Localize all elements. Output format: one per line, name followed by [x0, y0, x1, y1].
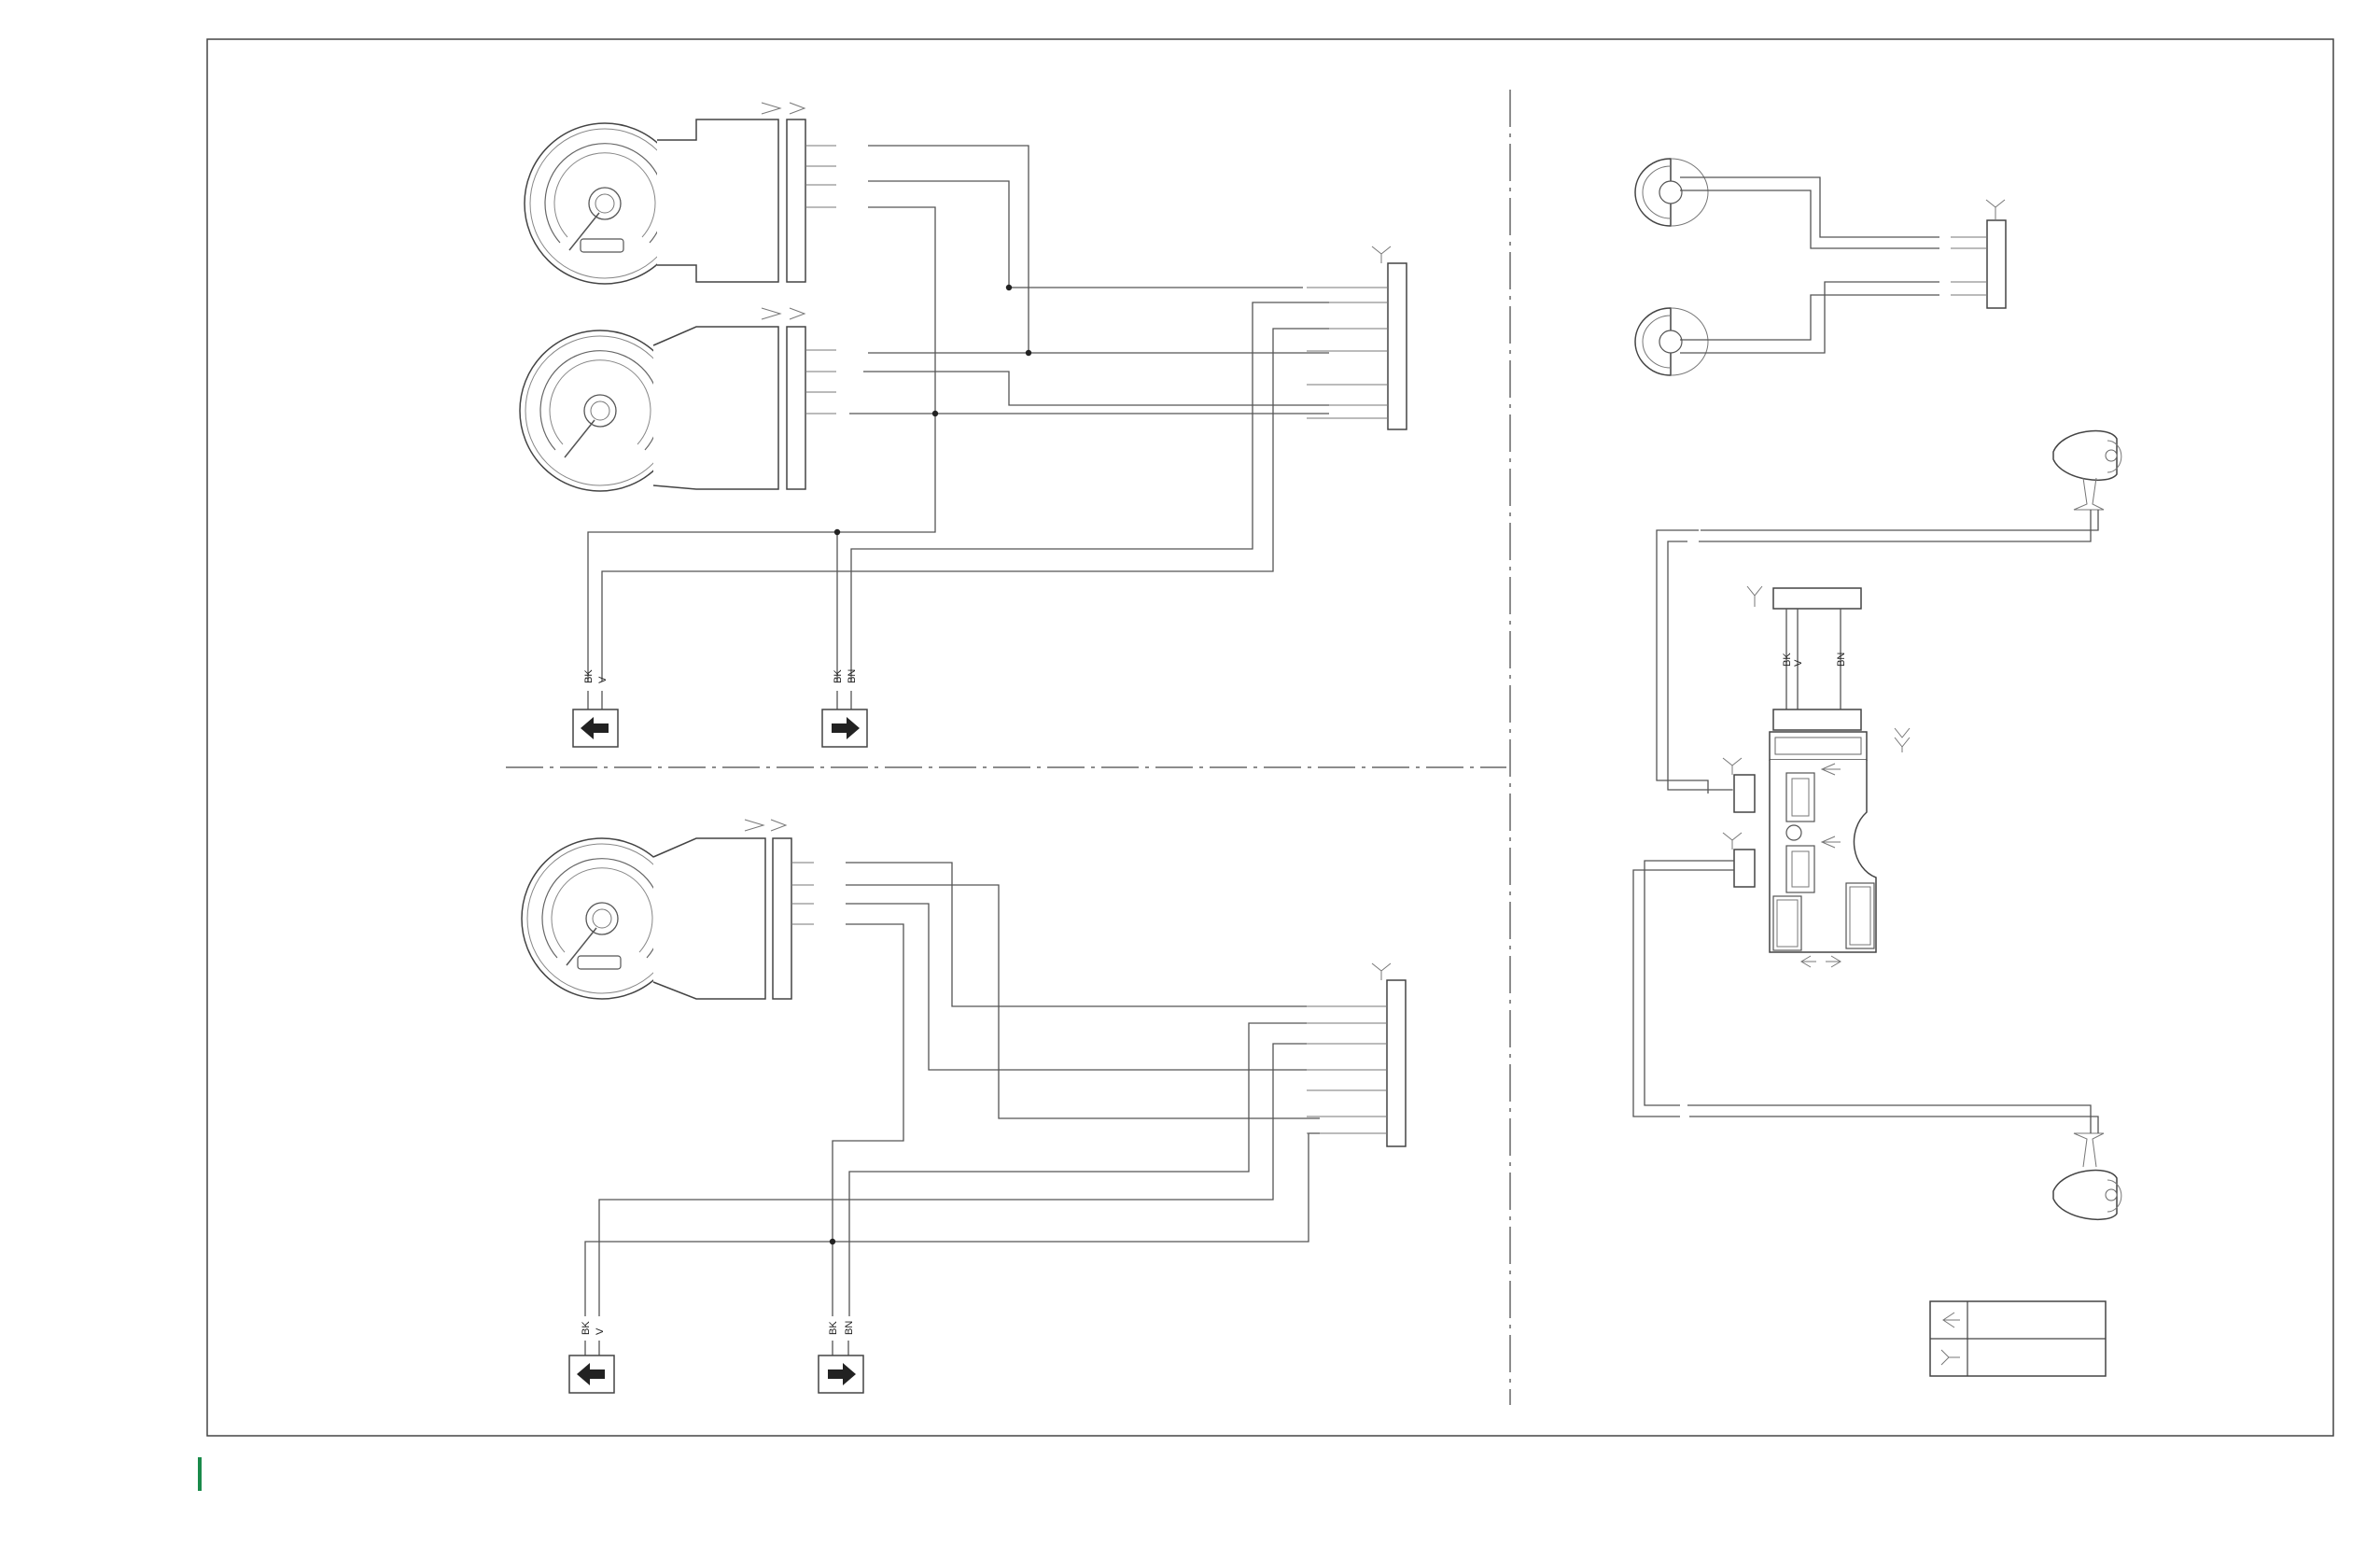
side-indicator-lamp-upper [1656, 429, 2122, 794]
tachometer-gauge [519, 307, 836, 492]
wire-label-bk-tr: BK [833, 669, 844, 683]
switch-connector-upper [1722, 757, 1756, 813]
lamp-connector [1951, 199, 2007, 309]
male-connector-icon [1940, 1349, 1960, 1366]
wire-label-v-tl: V [597, 676, 609, 683]
bottom-harness-wires [584, 862, 1320, 1316]
side-indicator-lamp-lower [1632, 860, 2122, 1220]
connector-legend [1929, 1300, 2107, 1377]
wire-label-bn-br: BN [844, 1321, 855, 1335]
wire-label-bn-ign: BN [1836, 653, 1847, 667]
wire-label-bk-bl: BK [581, 1321, 592, 1335]
page-accent-bar [198, 1457, 202, 1491]
ignition-switch [1746, 585, 1911, 968]
right-arrow-icon [821, 709, 868, 748]
diagram-frame [206, 38, 2334, 1437]
dash-connector-bottom [1307, 962, 1407, 1147]
top-harness-wires [587, 145, 1329, 681]
wire-label-bn-tr: BN [847, 669, 858, 683]
warning-lamp-upper [1634, 158, 1939, 249]
speedometer-gauge [524, 102, 836, 285]
wire-label-bk-tl: BK [583, 669, 595, 683]
left-arrow-icon [572, 709, 619, 748]
left-arrow-icon [568, 1355, 615, 1394]
switch-connector-lower [1722, 832, 1756, 888]
female-connector-icon [1942, 1312, 1960, 1328]
warning-lamp-lower [1634, 281, 1939, 376]
right-arrow-icon [818, 1355, 864, 1394]
wire-label-bk-ign: BK [1782, 653, 1793, 667]
wire-label-v-bl: V [595, 1327, 606, 1335]
speedometer-gauge-variant [521, 819, 814, 1000]
dash-connector-top [1307, 246, 1407, 430]
wire-label-v-ign: V [1793, 659, 1804, 667]
wire-label-bk-br: BK [828, 1321, 839, 1335]
